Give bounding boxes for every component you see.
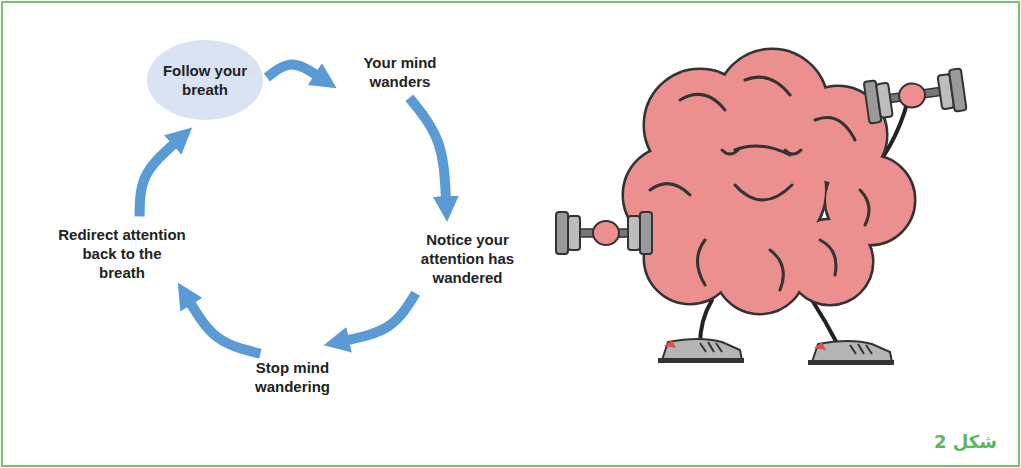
brain-folds bbox=[650, 77, 869, 290]
brain-outline bbox=[624, 50, 914, 313]
figure-number: شكل 2 bbox=[934, 431, 997, 452]
cycle-arrow bbox=[347, 293, 416, 340]
cycle-arrow bbox=[190, 302, 260, 353]
brain-fill bbox=[624, 50, 914, 313]
step-text: Notice your attention has wandered bbox=[405, 230, 530, 287]
cycle-arrow bbox=[140, 143, 175, 216]
right-dumbbell bbox=[864, 68, 967, 123]
ellipse-fill bbox=[147, 40, 263, 120]
step-node: Stop mind wandering bbox=[240, 356, 345, 398]
step-ellipse: Follow your breath bbox=[147, 40, 263, 120]
step-node: Redirect attention back to the breath bbox=[58, 220, 186, 286]
ellipse-outline bbox=[147, 40, 263, 120]
step-node: Your mind wanders bbox=[345, 50, 455, 94]
cycle-arrow bbox=[409, 98, 446, 199]
left-shoe bbox=[658, 339, 744, 363]
right-shoe bbox=[808, 341, 894, 365]
right-leg bbox=[812, 300, 838, 345]
brain-face bbox=[722, 150, 801, 200]
step-node: Notice your attention has wandered bbox=[405, 225, 530, 291]
step-text: Follow your breath bbox=[147, 61, 263, 99]
cycle-arrow bbox=[267, 64, 317, 77]
left-dumbbell bbox=[556, 212, 652, 254]
step-text: Stop mind wandering bbox=[240, 358, 345, 396]
brain-illustration bbox=[618, 50, 914, 365]
step-text: Your mind wanders bbox=[345, 53, 455, 91]
step-text: Redirect attention back to the breath bbox=[58, 225, 186, 282]
